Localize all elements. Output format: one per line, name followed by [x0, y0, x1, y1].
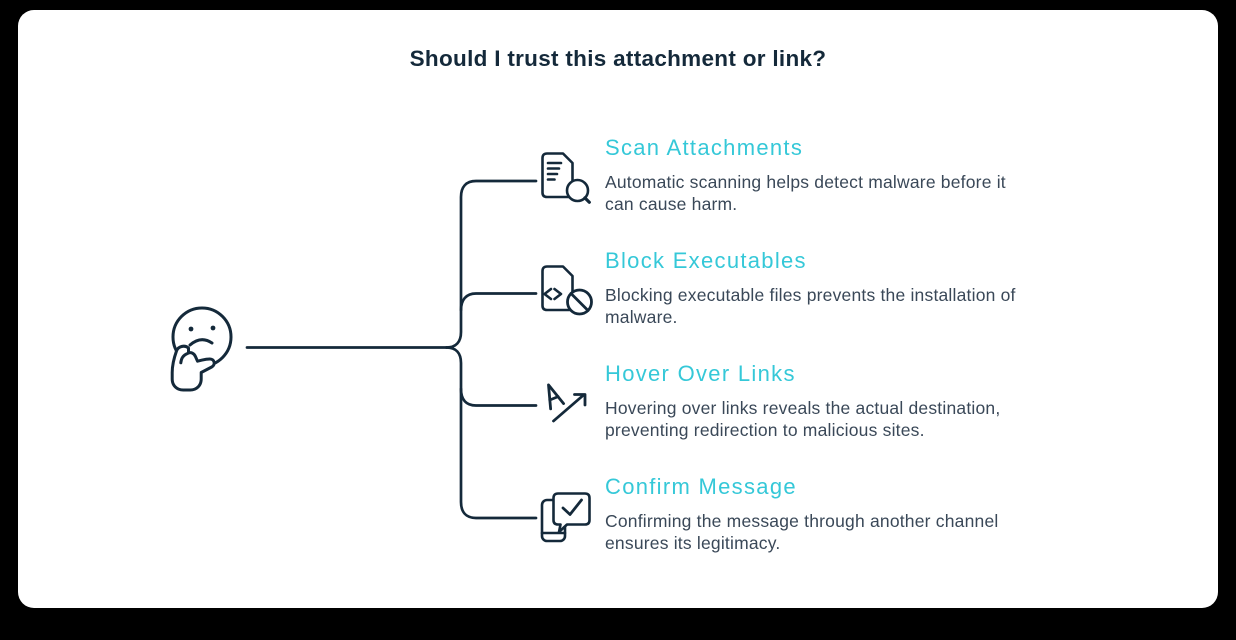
list-item-scan-attachments: Scan Attachments Automatic scanning help… — [537, 133, 1097, 215]
infographic-card — [18, 10, 1218, 608]
code-chevron-left — [543, 287, 553, 301]
message-check-icon — [537, 489, 593, 545]
item-heading: Block Executables — [605, 248, 807, 273]
item-description: Confirming the message through another c… — [605, 511, 999, 553]
cursor-hover-link-icon — [537, 376, 593, 432]
check-mark — [561, 498, 583, 516]
code-chevron-right — [553, 287, 563, 301]
page-title: Should I trust this attachment or link? — [409, 46, 827, 71]
text-pointer-a — [547, 383, 566, 411]
item-heading: Scan Attachments — [605, 135, 804, 160]
arrow-head — [573, 393, 587, 407]
item-heading: Confirm Message — [605, 474, 797, 499]
item-heading: Hover Over Links — [605, 361, 796, 386]
face-right-eye — [210, 325, 216, 331]
blocked-executable-file-icon — [537, 263, 593, 319]
item-description: Automatic scanning helps detect malware … — [605, 172, 1006, 214]
arrow-shaft — [552, 394, 585, 423]
list-item-confirm-message: Confirm Message Confirming the message t… — [537, 472, 1097, 554]
thinking-face-icon — [170, 306, 233, 392]
list-item-block-executables: Block Executables Blocking executable fi… — [537, 246, 1097, 328]
prohibition-slash — [569, 292, 590, 312]
thumb-crease — [179, 352, 189, 365]
face-left-eye — [188, 326, 194, 332]
list-item-hover-over-links: Hover Over Links Hovering over links rev… — [537, 359, 1097, 441]
face-frown-mouth — [188, 338, 214, 347]
item-description: Blocking executable files prevents the i… — [605, 285, 1016, 327]
item-description: Hovering over links reveals the actual d… — [605, 398, 1001, 440]
thinking-hand — [170, 344, 216, 392]
document-scan-icon — [537, 150, 593, 206]
